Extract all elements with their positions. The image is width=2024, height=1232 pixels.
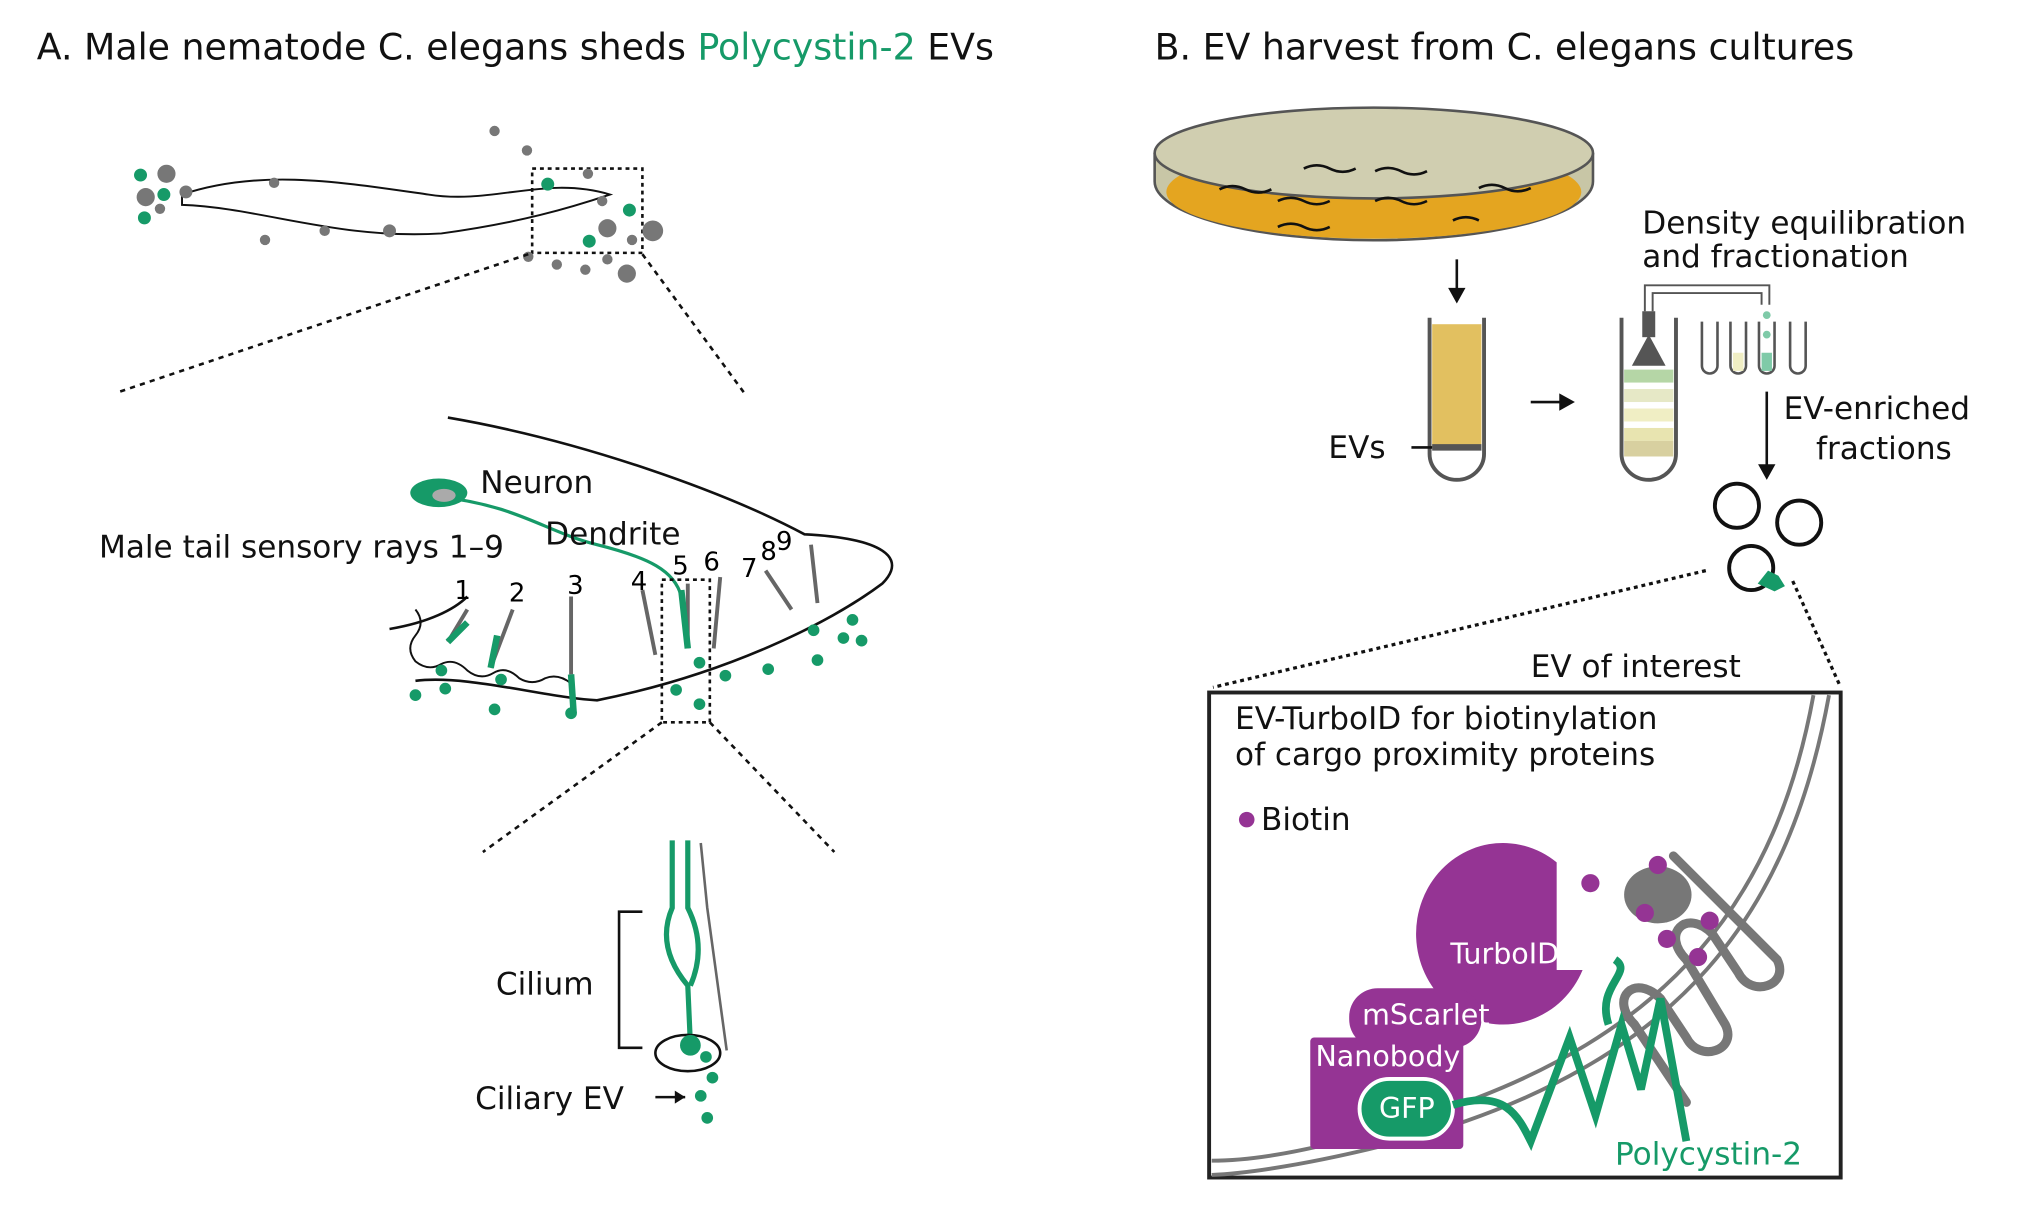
density-label-2: and fractionation: [1642, 239, 1909, 275]
rays-label: Male tail sensory rays 1–9: [99, 530, 504, 566]
ev-turboid-box: EV-TurboID for biotinylation of cargo pr…: [1207, 690, 1843, 1180]
enriched-label-1: EV-enriched: [1784, 391, 1970, 427]
ray-number: 1: [454, 576, 470, 606]
panel-a-title: A. Male nematode C. elegans sheds Polycy…: [37, 26, 994, 69]
dendrite-label: Dendrite: [545, 517, 680, 553]
ray-number: 9: [776, 527, 793, 557]
ray-numbers: 1 2 3 4 5 6 7 8 9: [454, 527, 792, 609]
density-label-1: Density equilibration: [1642, 205, 1966, 241]
polycystin-label: Polycystin-2: [1615, 1137, 1802, 1173]
male-tail-illustration: [389, 416, 894, 854]
arrows: [1448, 259, 1776, 480]
worm-illustration: [119, 125, 748, 397]
neuron-label: Neuron: [480, 465, 593, 501]
ray-number: 4: [631, 567, 648, 597]
ray-number: 7: [741, 554, 757, 584]
ray-number: 6: [703, 548, 720, 578]
cilium-illustration: [617, 840, 728, 1124]
evs-label: EVs: [1328, 430, 1385, 466]
mscarlet-label: mScarlet: [1362, 999, 1489, 1032]
ciliary-ev-label: Ciliary EV: [475, 1081, 624, 1117]
biotin-legend-label: Biotin: [1261, 802, 1351, 838]
turboid-label: TurboID: [1449, 938, 1559, 971]
box-title-2: of cargo proximity proteins: [1235, 737, 1655, 773]
petri-dish: [1153, 106, 1595, 242]
nanobody-label: Nanobody: [1315, 1040, 1460, 1073]
ev-vesicles: [1712, 481, 1824, 593]
cilium-label: Cilium: [496, 967, 594, 1003]
ray-number: 5: [672, 552, 689, 582]
biotin-legend-dot: [1238, 811, 1255, 828]
panel-b-title: B. EV harvest from C. elegans cultures: [1155, 26, 1855, 69]
fractionation-tube: [1619, 284, 1807, 482]
ev-of-interest-label: EV of interest: [1531, 649, 1741, 685]
box-title-1: EV-TurboID for biotinylation: [1235, 701, 1657, 737]
gfp-label: GFP: [1379, 1092, 1435, 1125]
enriched-label-2: fractions: [1816, 431, 1952, 467]
ray-number: 3: [567, 571, 584, 601]
ray-number: 2: [509, 579, 526, 609]
ray-number: 8: [760, 537, 776, 567]
ev-tube: [1411, 317, 1486, 482]
